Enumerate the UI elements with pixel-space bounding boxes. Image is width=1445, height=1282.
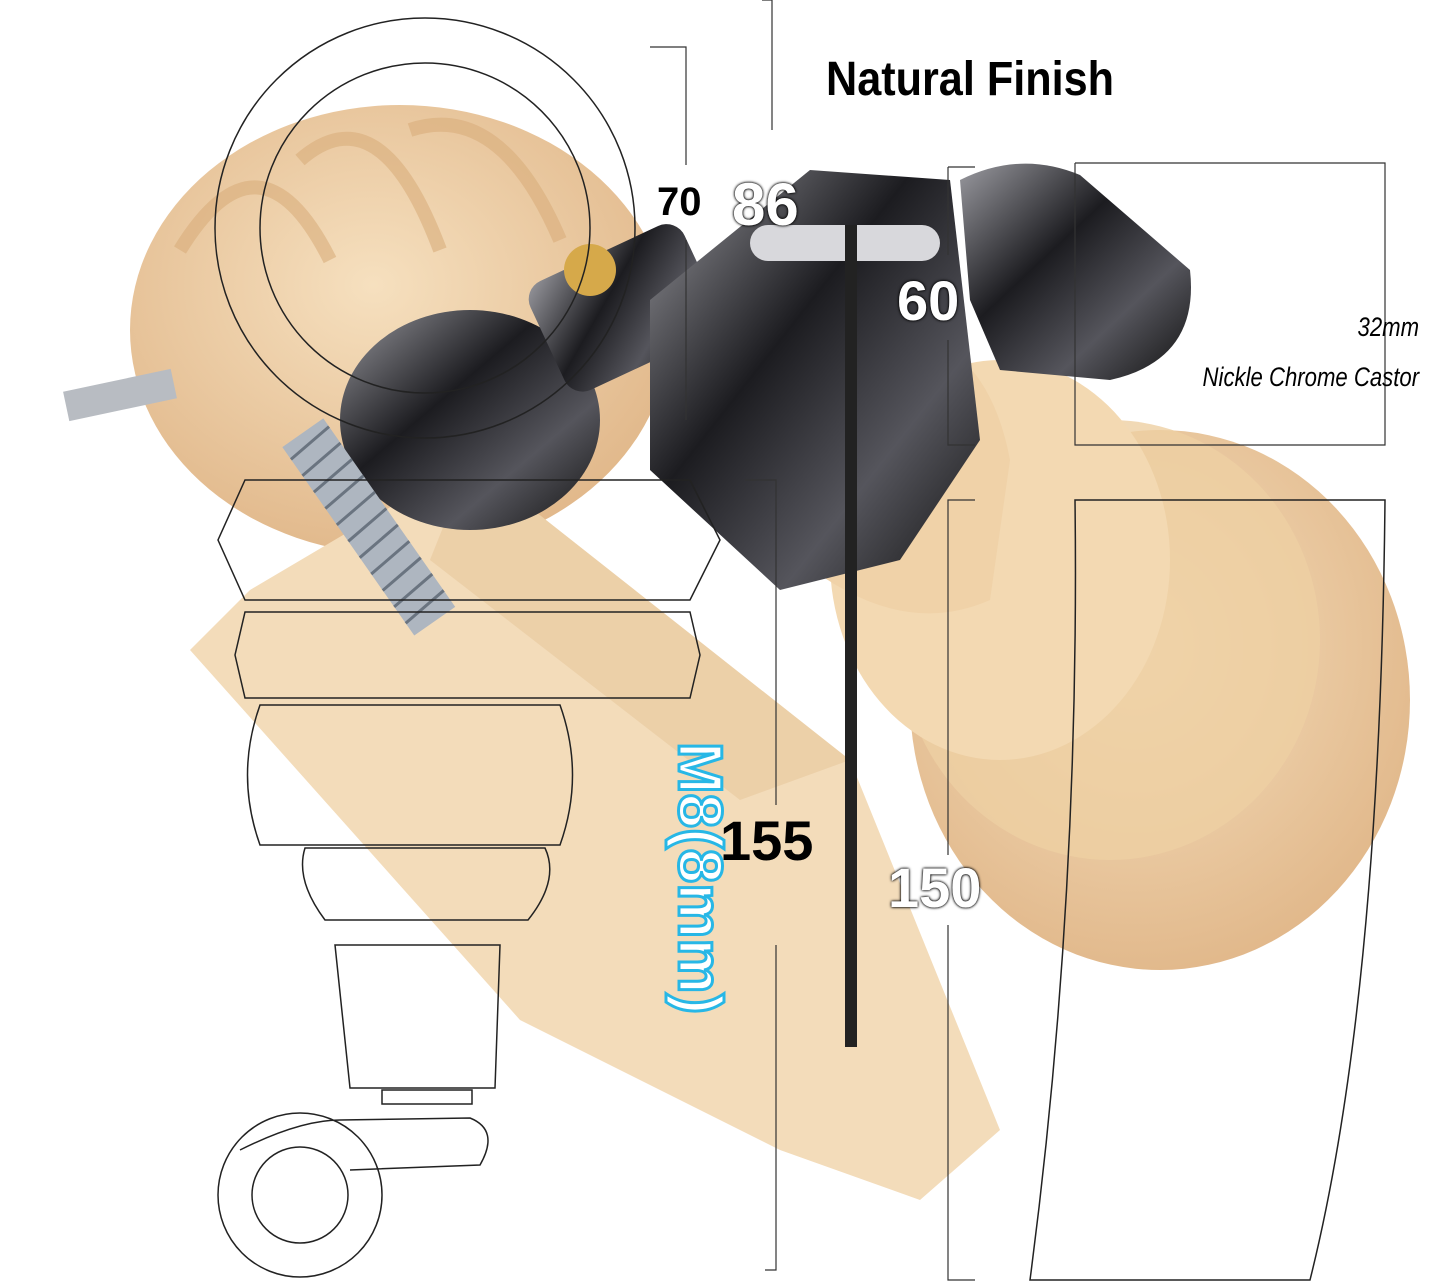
castor-description: Nickle Chrome Castor [1202, 362, 1419, 392]
height-bar [845, 225, 857, 1047]
threaded-bolt [282, 418, 456, 636]
dimension-lines [650, 0, 1386, 1281]
thread-size-label: M8(8mm) [664, 741, 736, 1016]
product-title: Natural Finish [826, 53, 1115, 106]
dimension-155: 155 [720, 809, 814, 872]
dimension-60: 60 [897, 269, 960, 332]
dimension-70: 70 [657, 180, 702, 224]
technical-outlines [214, 17, 1386, 1281]
dimension-86: 86 [732, 171, 799, 238]
tapered-wedge-leg [190, 460, 1000, 1200]
bolt-thread [63, 368, 177, 422]
dimension-150: 150 [888, 856, 982, 919]
castor-size: 32mm [1357, 312, 1419, 342]
